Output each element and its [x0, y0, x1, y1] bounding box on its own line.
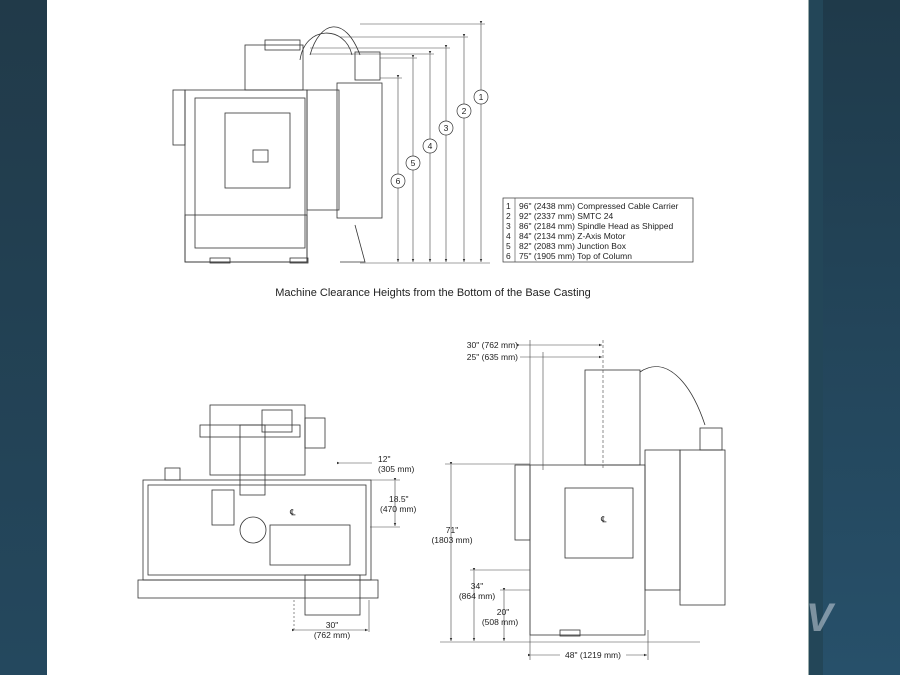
svg-text:30": 30" — [326, 620, 338, 630]
svg-text:5: 5 — [411, 158, 416, 168]
svg-text:92" (2337 mm) SMTC 24: 92" (2337 mm) SMTC 24 — [519, 211, 613, 221]
slide-page — [47, 0, 808, 675]
viewer-background-left — [0, 0, 47, 675]
svg-text:(470 mm): (470 mm) — [380, 504, 417, 514]
front-elevation-machine — [172, 26, 383, 264]
svg-text:(508 mm): (508 mm) — [482, 617, 519, 627]
svg-text:℄: ℄ — [289, 507, 296, 517]
svg-text:1: 1 — [479, 92, 484, 102]
svg-text:12": 12" — [378, 454, 390, 464]
watermark-logo: V — [806, 596, 833, 640]
side-view-machine: ℄ — [514, 366, 726, 637]
svg-text:6: 6 — [506, 251, 511, 261]
svg-text:25" (635 mm): 25" (635 mm) — [467, 352, 518, 362]
svg-text:(1803 mm): (1803 mm) — [431, 535, 472, 545]
side-view-dimensions: 30" (762 mm) 25" (635 mm) 71" (1803 mm) … — [431, 340, 700, 660]
svg-text:3: 3 — [444, 123, 449, 133]
viewer-background-right — [823, 0, 900, 675]
svg-text:75" (1905 mm) Top of Column: 75" (1905 mm) Top of Column — [519, 251, 632, 261]
svg-text:1: 1 — [506, 201, 511, 211]
svg-text:71": 71" — [446, 525, 458, 535]
drawing-caption: Machine Clearance Heights from the Botto… — [275, 287, 591, 299]
svg-text:48" (1219 mm): 48" (1219 mm) — [565, 650, 621, 660]
svg-text:30" (762 mm): 30" (762 mm) — [467, 340, 518, 350]
svg-text:(762 mm): (762 mm) — [314, 630, 351, 640]
svg-text:6: 6 — [396, 176, 401, 186]
plan-view-machine: ℄ — [137, 404, 379, 616]
svg-text:2: 2 — [462, 106, 467, 116]
svg-text:18.5": 18.5" — [389, 494, 409, 504]
svg-text:2: 2 — [506, 211, 511, 221]
svg-text:3: 3 — [506, 221, 511, 231]
svg-text:5: 5 — [506, 241, 511, 251]
svg-text:82" (2083 mm) Junction Box: 82" (2083 mm) Junction Box — [519, 241, 627, 251]
plan-view-dimensions: 12" (305 mm) 18.5" (470 mm) 30" (762 mm) — [292, 454, 417, 640]
svg-text:℄: ℄ — [600, 514, 607, 524]
svg-text:20": 20" — [497, 607, 509, 617]
svg-text:96" (2438 mm) Compressed Cable: 96" (2438 mm) Compressed Cable Carrier — [519, 201, 679, 211]
svg-text:86" (2184 mm) Spindle Head as: 86" (2184 mm) Spindle Head as Shipped — [519, 221, 673, 231]
svg-text:34": 34" — [471, 581, 483, 591]
svg-text:84" (2134 mm) Z-Axis Motor: 84" (2134 mm) Z-Axis Motor — [519, 231, 626, 241]
svg-text:4: 4 — [506, 231, 511, 241]
svg-text:4: 4 — [428, 141, 433, 151]
svg-text:(305 mm): (305 mm) — [378, 464, 415, 474]
height-callout-circles: 1 2 3 4 5 6 — [390, 89, 489, 189]
svg-text:(864 mm): (864 mm) — [459, 591, 496, 601]
